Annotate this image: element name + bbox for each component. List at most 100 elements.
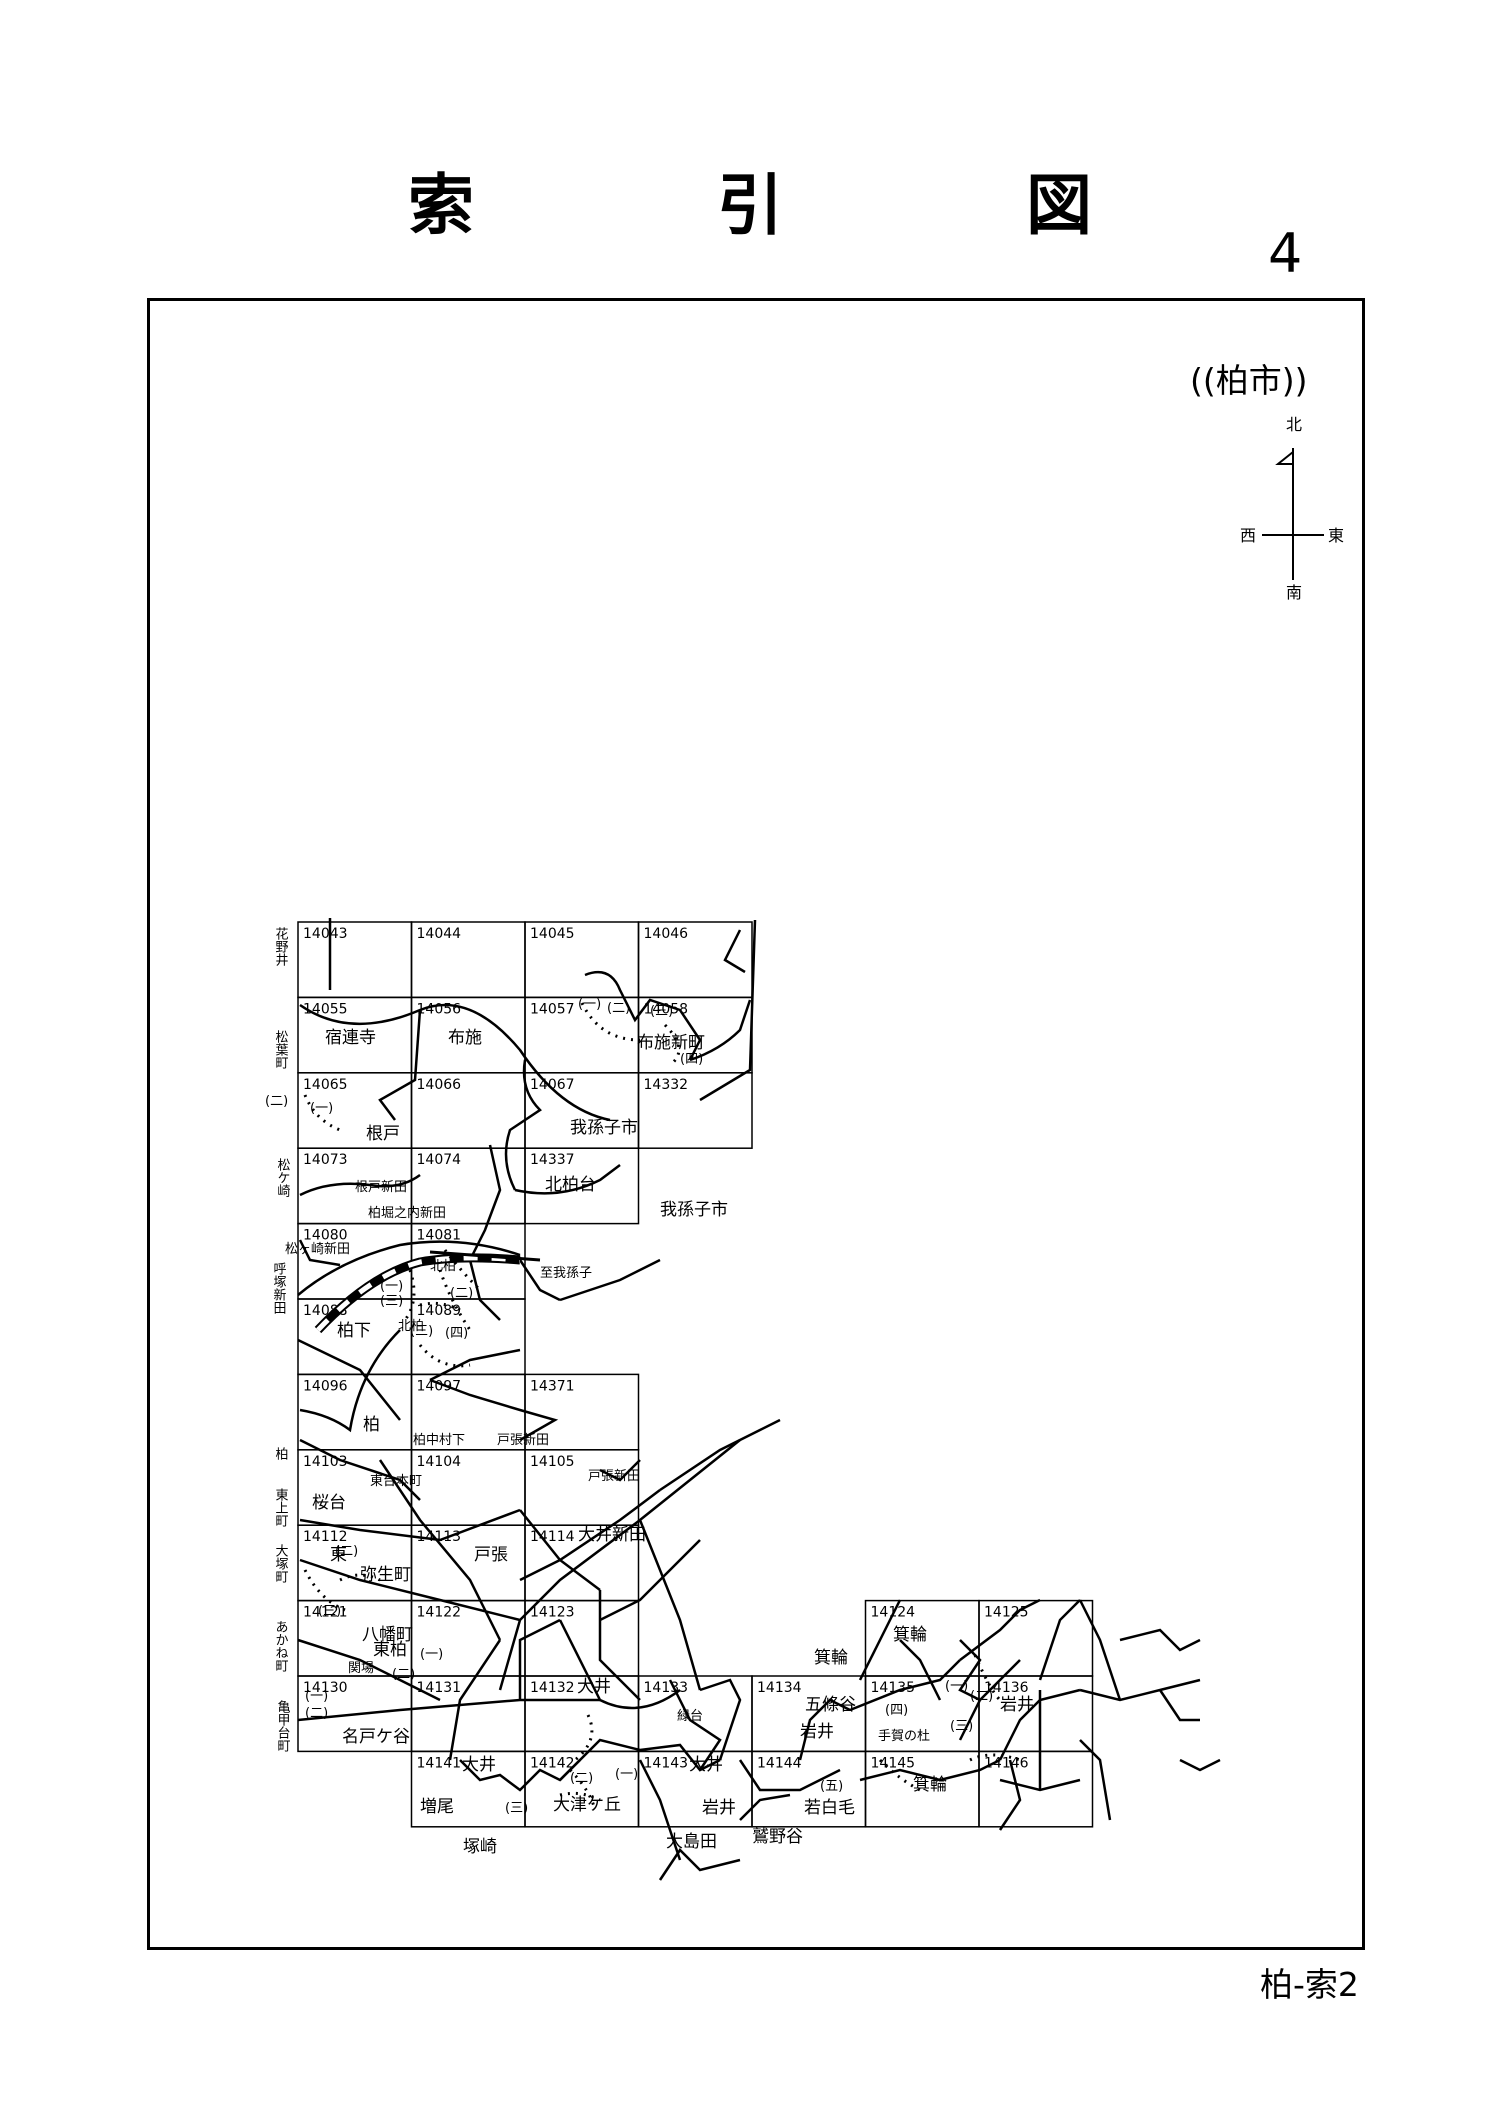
grid-cell-number: 14058 bbox=[644, 1001, 689, 1017]
place-kashiwashita: 柏下 bbox=[337, 1321, 371, 1341]
place-tobari-shinden-2: 戸張新田 bbox=[588, 1468, 640, 1484]
side-kikkodaicho: 亀甲台町 bbox=[275, 1700, 291, 1752]
subdivision-marker: (三) bbox=[410, 1324, 433, 1339]
grid-cell-number: 14141 bbox=[417, 1755, 462, 1771]
grid-cell-number: 14103 bbox=[303, 1454, 348, 1470]
subdivision-marker: (二) bbox=[265, 1094, 288, 1109]
subdivision-marker: (三) bbox=[950, 1719, 973, 1734]
place-masuo: 増尾 bbox=[420, 1797, 454, 1817]
subdivision-marker: (一) bbox=[420, 1647, 443, 1662]
place-yayoicho: 弥生町 bbox=[360, 1565, 411, 1585]
grid-cell-number: 14142 bbox=[530, 1755, 575, 1771]
place-midoridai: 緑台 bbox=[677, 1709, 703, 1724]
side-kashiwa: 柏 bbox=[273, 1447, 289, 1460]
place-oi-shinden: 大井新田 bbox=[578, 1525, 646, 1545]
compass-north: 北 bbox=[1286, 415, 1302, 434]
place-iwai-2: 岩井 bbox=[1000, 1695, 1034, 1715]
grid-cell-number: 14055 bbox=[303, 1001, 348, 1017]
place-oi-1: 大井 bbox=[577, 1677, 611, 1697]
grid-cell-number: 14135 bbox=[871, 1680, 916, 1696]
place-washinoya: 鷲野谷 bbox=[752, 1827, 803, 1847]
city-label: ((柏市)) bbox=[1190, 361, 1308, 400]
subdivision-marker: (二) bbox=[335, 1544, 358, 1559]
grid-cell bbox=[637, 1072, 753, 1149]
subdivision-marker: (三) bbox=[380, 1294, 403, 1309]
subdivision-marker: (一) bbox=[310, 1101, 333, 1116]
roads bbox=[297, 918, 1221, 1881]
place-higashidai-honcho: 東台本町 bbox=[370, 1473, 422, 1489]
grid-cell-number: 14089 bbox=[417, 1303, 462, 1319]
grid-cell-number: 14057 bbox=[530, 1001, 575, 1017]
grid-cell-number: 14143 bbox=[644, 1755, 689, 1771]
place-tobari-shinden-1: 戸張新田 bbox=[497, 1432, 549, 1448]
place-kitakashiwa-2: 北柏 bbox=[398, 1319, 424, 1334]
side-higashiuecho: 東上町 bbox=[273, 1487, 289, 1527]
grid-cell-number: 14074 bbox=[417, 1152, 462, 1168]
side-yobitsuka: 呼塚新田 bbox=[271, 1262, 287, 1314]
place-shukurenji: 宿連寺 bbox=[325, 1028, 376, 1048]
places: 宿連寺布施布施新町根戸我孫子市我孫子市根戸新田北柏台柏堀之内新田松ヶ崎新田北柏至… bbox=[265, 997, 1034, 1857]
place-minowa-2: 箕輪 bbox=[814, 1648, 848, 1668]
page-footer: 柏-索2 bbox=[1260, 1965, 1359, 2004]
grid-cell-number: 14073 bbox=[303, 1152, 348, 1168]
grid-cell-number: 14066 bbox=[417, 1077, 462, 1093]
place-horinouchi: 柏堀之内新田 bbox=[368, 1205, 446, 1221]
place-nedo: 根戸 bbox=[366, 1124, 400, 1144]
subdivision-marker: (一) bbox=[578, 997, 601, 1012]
subdivision-marker: (二) bbox=[392, 1667, 415, 1682]
grid-cell-number: 14131 bbox=[417, 1680, 462, 1696]
place-abiko-1: 我孫子市 bbox=[570, 1118, 638, 1138]
railway bbox=[314, 1250, 541, 1334]
subdivision-marker: (三) bbox=[650, 1004, 673, 1019]
page-title: 索 引 図 bbox=[408, 167, 1202, 244]
grid-cell-number: 14044 bbox=[417, 926, 462, 942]
page-number: 4 bbox=[1268, 222, 1303, 285]
place-oshimada: 大島田 bbox=[666, 1832, 717, 1852]
subdivision-marker: (二) bbox=[450, 1286, 473, 1301]
grid-cell-number: 14096 bbox=[303, 1378, 348, 1394]
place-wakashiraga: 若白毛 bbox=[804, 1798, 855, 1818]
dotted-boundaries bbox=[303, 1002, 1021, 1811]
place-nedo-shinden: 根戸新田 bbox=[355, 1179, 407, 1195]
subdivision-marker: (四) bbox=[680, 1052, 703, 1067]
subdivision-marker: (二) bbox=[570, 1771, 593, 1786]
side-hananoi: 花野井 bbox=[273, 926, 289, 967]
subdivision-marker: (三) bbox=[318, 1604, 341, 1619]
side-otsukacho: 大塚町 bbox=[273, 1544, 289, 1583]
grid-cell-number: 14065 bbox=[303, 1077, 348, 1093]
grid-cell-number: 14112 bbox=[303, 1529, 348, 1545]
place-matsugasaki-shinden: 松ヶ崎新田 bbox=[285, 1241, 350, 1257]
grid-cell-number: 14123 bbox=[530, 1605, 575, 1621]
grid-cell-number: 14145 bbox=[871, 1755, 916, 1771]
subdivision-marker: (四) bbox=[445, 1326, 468, 1341]
grid-cell-number: 14134 bbox=[757, 1680, 802, 1696]
place-otsugaoka: 大津ケ丘 bbox=[553, 1795, 621, 1815]
grid-cell-number: 14371 bbox=[530, 1378, 575, 1394]
grid-cell-number: 14114 bbox=[530, 1529, 575, 1545]
subdivision-marker: (三) bbox=[505, 1801, 528, 1816]
compass-west: 西 bbox=[1240, 526, 1256, 545]
side-matsugasaki: 松ケ崎 bbox=[275, 1158, 291, 1197]
place-nakamurashita: 柏中村下 bbox=[413, 1433, 465, 1448]
subdivision-marker: (一) bbox=[945, 1679, 968, 1694]
side-akanecho: あかね町 bbox=[273, 1620, 289, 1672]
grid-cell-number: 14121 bbox=[303, 1605, 348, 1621]
grid-cell-number: 14125 bbox=[984, 1605, 1029, 1621]
place-minowa-3: 箕輪 bbox=[913, 1775, 947, 1795]
place-kitakashiwa-1: 北柏 bbox=[430, 1259, 456, 1274]
place-iwai-1: 岩井 bbox=[800, 1722, 834, 1742]
place-teganomori: 手賀の杜 bbox=[878, 1729, 930, 1744]
grid-cell-number: 14130 bbox=[303, 1680, 348, 1696]
grid-cell-number: 14081 bbox=[417, 1228, 462, 1244]
grid-cell bbox=[524, 1147, 640, 1225]
subdivision-marker: (四) bbox=[885, 1703, 908, 1718]
place-oi-3: 大井 bbox=[689, 1755, 723, 1775]
subdivision-marker: (二) bbox=[970, 1689, 993, 1704]
place-higashikashiwa: 東柏 bbox=[373, 1640, 407, 1660]
place-abiko-2: 我孫子市 bbox=[660, 1200, 728, 1220]
compass-east: 東 bbox=[1328, 526, 1344, 545]
compass-south: 南 bbox=[1286, 583, 1302, 602]
place-iwai-3: 岩井 bbox=[702, 1798, 736, 1818]
